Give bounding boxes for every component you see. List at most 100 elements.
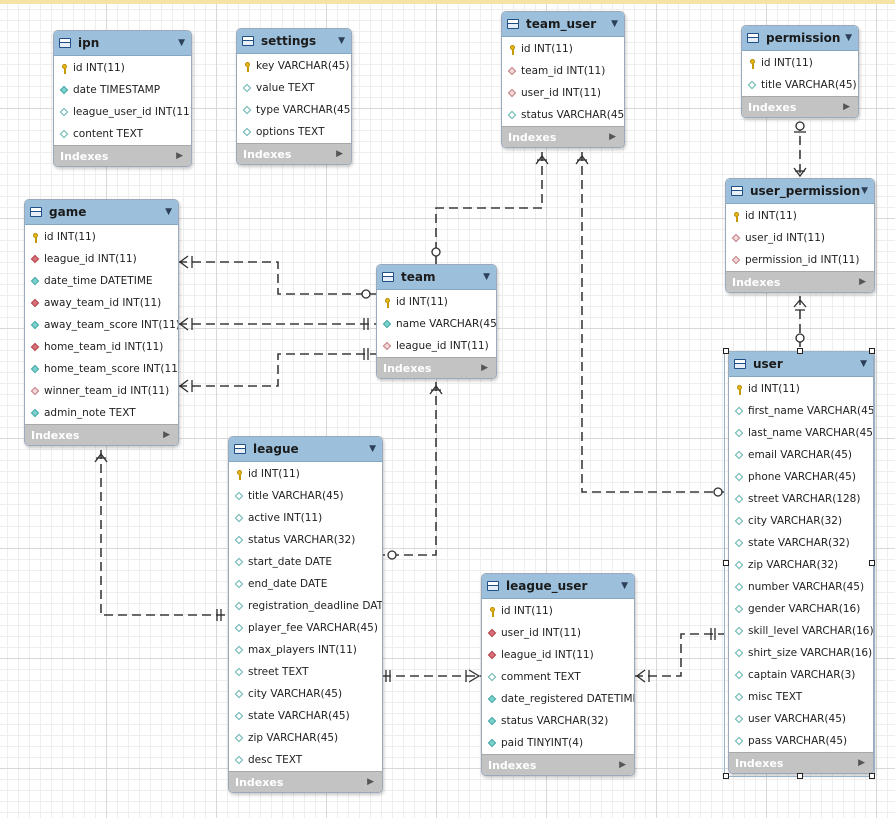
table-permission[interactable]: permission▼id INT(11)title VARCHAR(45)In… [741, 25, 859, 118]
column-row[interactable]: player_fee VARCHAR(45) [229, 617, 382, 639]
column-row[interactable]: id INT(11) [377, 291, 496, 313]
column-row[interactable]: last_name VARCHAR(45) [729, 422, 873, 444]
collapse-arrow-icon[interactable]: ▼ [165, 207, 172, 217]
table-header-user[interactable]: user▼ [729, 352, 873, 377]
column-row[interactable]: permission_id INT(11) [726, 249, 874, 271]
column-row[interactable]: street TEXT [229, 661, 382, 683]
column-row[interactable]: date TIMESTAMP [54, 79, 191, 101]
column-row[interactable]: active INT(11) [229, 507, 382, 529]
expand-arrow-icon[interactable]: ▶ [336, 149, 343, 159]
column-row[interactable]: id INT(11) [726, 205, 874, 227]
collapse-arrow-icon[interactable]: ▼ [861, 186, 868, 196]
column-row[interactable]: id INT(11) [729, 378, 873, 400]
column-row[interactable]: date_registered DATETIME [482, 688, 634, 710]
expand-arrow-icon[interactable]: ▶ [858, 758, 865, 768]
collapse-arrow-icon[interactable]: ▼ [845, 33, 852, 43]
column-row[interactable]: comment TEXT [482, 666, 634, 688]
column-row[interactable]: title VARCHAR(45) [229, 485, 382, 507]
column-row[interactable]: user_id INT(11) [726, 227, 874, 249]
column-row[interactable]: city VARCHAR(32) [729, 510, 873, 532]
column-row[interactable]: content TEXT [54, 123, 191, 145]
table-header-settings[interactable]: settings▼ [237, 29, 351, 54]
indexes-section[interactable]: Indexes▶ [482, 754, 634, 775]
column-row[interactable]: id INT(11) [502, 38, 624, 60]
column-row[interactable]: phone VARCHAR(45) [729, 466, 873, 488]
column-row[interactable]: id INT(11) [742, 52, 858, 74]
table-header-ipn[interactable]: ipn▼ [54, 31, 191, 56]
indexes-section[interactable]: Indexes▶ [742, 96, 858, 117]
table-header-league-user[interactable]: league_user▼ [482, 574, 634, 599]
column-row[interactable]: street VARCHAR(128) [729, 488, 873, 510]
column-row[interactable]: start_date DATE [229, 551, 382, 573]
indexes-section[interactable]: Indexes▶ [726, 271, 874, 292]
collapse-arrow-icon[interactable]: ▼ [483, 272, 490, 282]
column-row[interactable]: home_team_score INT(11) [25, 358, 178, 380]
column-row[interactable]: title VARCHAR(45) [742, 74, 858, 96]
column-row[interactable]: away_team_id INT(11) [25, 292, 178, 314]
column-row[interactable]: zip VARCHAR(32) [729, 554, 873, 576]
table-league-user[interactable]: league_user▼id INT(11)user_id INT(11)lea… [481, 573, 635, 776]
column-row[interactable]: options TEXT [237, 121, 351, 143]
column-row[interactable]: name VARCHAR(45) [377, 313, 496, 335]
collapse-arrow-icon[interactable]: ▼ [178, 38, 185, 48]
resize-handle-ne[interactable] [869, 348, 875, 354]
indexes-section[interactable]: Indexes▶ [229, 771, 382, 792]
table-team-user[interactable]: team_user▼id INT(11)team_id INT(11)user_… [501, 11, 625, 148]
collapse-arrow-icon[interactable]: ▼ [621, 581, 628, 591]
column-row[interactable]: type VARCHAR(45) [237, 99, 351, 121]
expand-arrow-icon[interactable]: ▶ [859, 277, 866, 287]
column-row[interactable]: id INT(11) [25, 226, 178, 248]
table-team[interactable]: team▼id INT(11)name VARCHAR(45)league_id… [376, 264, 497, 379]
column-row[interactable]: id INT(11) [229, 463, 382, 485]
column-row[interactable]: team_id INT(11) [502, 60, 624, 82]
column-row[interactable]: admin_note TEXT [25, 402, 178, 424]
resize-handle-w[interactable] [723, 560, 729, 566]
table-header-permission[interactable]: permission▼ [742, 26, 858, 51]
column-row[interactable]: league_user_id INT(11) [54, 101, 191, 123]
column-row[interactable]: status VARCHAR(32) [229, 529, 382, 551]
expand-arrow-icon[interactable]: ▶ [609, 132, 616, 142]
column-row[interactable]: value TEXT [237, 77, 351, 99]
column-row[interactable]: captain VARCHAR(3) [729, 664, 873, 686]
indexes-section[interactable]: Indexes▶ [54, 145, 191, 166]
column-row[interactable]: id INT(11) [54, 57, 191, 79]
collapse-arrow-icon[interactable]: ▼ [860, 359, 867, 369]
column-row[interactable]: gender VARCHAR(16) [729, 598, 873, 620]
column-row[interactable]: key VARCHAR(45) [237, 55, 351, 77]
expand-arrow-icon[interactable]: ▶ [367, 777, 374, 787]
column-row[interactable]: desc TEXT [229, 749, 382, 771]
table-league[interactable]: league▼id INT(11)title VARCHAR(45)active… [228, 436, 383, 793]
column-row[interactable]: status VARCHAR(45) [502, 104, 624, 126]
column-row[interactable]: status VARCHAR(32) [482, 710, 634, 732]
column-row[interactable]: away_team_score INT(11) [25, 314, 178, 336]
column-row[interactable]: shirt_size VARCHAR(16) [729, 642, 873, 664]
indexes-section[interactable]: Indexes▶ [237, 143, 351, 164]
column-row[interactable]: pass VARCHAR(45) [729, 730, 873, 752]
column-row[interactable]: league_id INT(11) [482, 644, 634, 666]
column-row[interactable]: paid TINYINT(4) [482, 732, 634, 754]
resize-handle-nw[interactable] [723, 348, 729, 354]
table-header-user-permission[interactable]: user_permission▼ [726, 179, 874, 204]
table-header-game[interactable]: game▼ [25, 200, 178, 225]
column-row[interactable]: end_date DATE [229, 573, 382, 595]
column-row[interactable]: number VARCHAR(45) [729, 576, 873, 598]
expand-arrow-icon[interactable]: ▶ [163, 430, 170, 440]
collapse-arrow-icon[interactable]: ▼ [369, 444, 376, 454]
expand-arrow-icon[interactable]: ▶ [481, 363, 488, 373]
expand-arrow-icon[interactable]: ▶ [176, 151, 183, 161]
table-header-league[interactable]: league▼ [229, 437, 382, 462]
column-row[interactable]: first_name VARCHAR(45) [729, 400, 873, 422]
column-row[interactable]: skill_level VARCHAR(16) [729, 620, 873, 642]
column-row[interactable]: zip VARCHAR(45) [229, 727, 382, 749]
column-row[interactable]: league_id INT(11) [25, 248, 178, 270]
resize-handle-se[interactable] [869, 773, 875, 779]
column-row[interactable]: misc TEXT [729, 686, 873, 708]
column-row[interactable]: state VARCHAR(32) [729, 532, 873, 554]
table-user-permission[interactable]: user_permission▼id INT(11)user_id INT(11… [725, 178, 875, 293]
column-row[interactable]: max_players INT(11) [229, 639, 382, 661]
resize-handle-s[interactable] [797, 773, 803, 779]
column-row[interactable]: user VARCHAR(45) [729, 708, 873, 730]
column-row[interactable]: email VARCHAR(45) [729, 444, 873, 466]
resize-handle-sw[interactable] [723, 773, 729, 779]
